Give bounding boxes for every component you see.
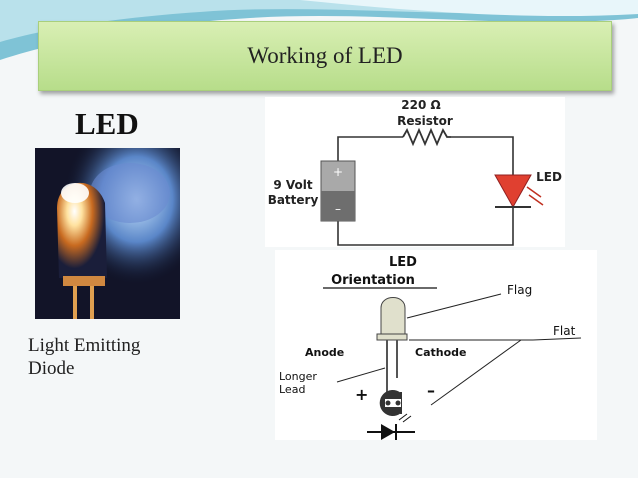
- led-body: [376, 297, 408, 400]
- cathode-minus: –: [427, 381, 435, 400]
- slide-title: Working of LED: [247, 43, 403, 68]
- led-orientation-diagram: LED Orientation Flag Flat Anode Cathode …: [275, 250, 597, 440]
- caption-line-2: Diode: [28, 358, 75, 379]
- resistor-label: Resistor: [397, 114, 453, 128]
- title-banner: Working of LED: [38, 21, 612, 91]
- longer-lead-label-1: Longer: [279, 370, 317, 383]
- flat-label: Flat: [553, 324, 576, 338]
- led-top-view: [379, 390, 402, 416]
- battery-label-2: Battery: [268, 193, 319, 207]
- resistor-value: 220 Ω: [401, 98, 440, 112]
- orientation-title-2: Orientation: [331, 273, 415, 288]
- leader-lines: [336, 293, 582, 406]
- led-caption: Light Emitting Diode: [28, 334, 140, 380]
- anode-label: Anode: [305, 346, 344, 359]
- circuit-wires: [337, 136, 514, 246]
- battery-symbol: + –: [320, 160, 356, 222]
- led-label: LED: [536, 170, 562, 184]
- anode-plus: +: [355, 385, 368, 404]
- caption-line-1: Light Emitting: [28, 335, 141, 356]
- led-heading: LED: [75, 106, 139, 141]
- battery-minus: –: [335, 202, 341, 216]
- battery-label-1: 9 Volt: [273, 178, 313, 192]
- flag-label: Flag: [507, 283, 532, 297]
- circuit-diagram: 220 Ω Resistor + – 9 Volt Battery LED: [265, 97, 565, 247]
- led-photo: [35, 148, 180, 319]
- diode-schematic-symbol: [367, 413, 415, 440]
- cathode-label: Cathode: [415, 346, 466, 359]
- orientation-title-1: LED: [389, 255, 417, 270]
- resistor-symbol: [402, 127, 451, 147]
- longer-lead-label-2: Lead: [279, 383, 305, 396]
- led-symbol: [494, 174, 544, 209]
- battery-plus: +: [333, 165, 343, 179]
